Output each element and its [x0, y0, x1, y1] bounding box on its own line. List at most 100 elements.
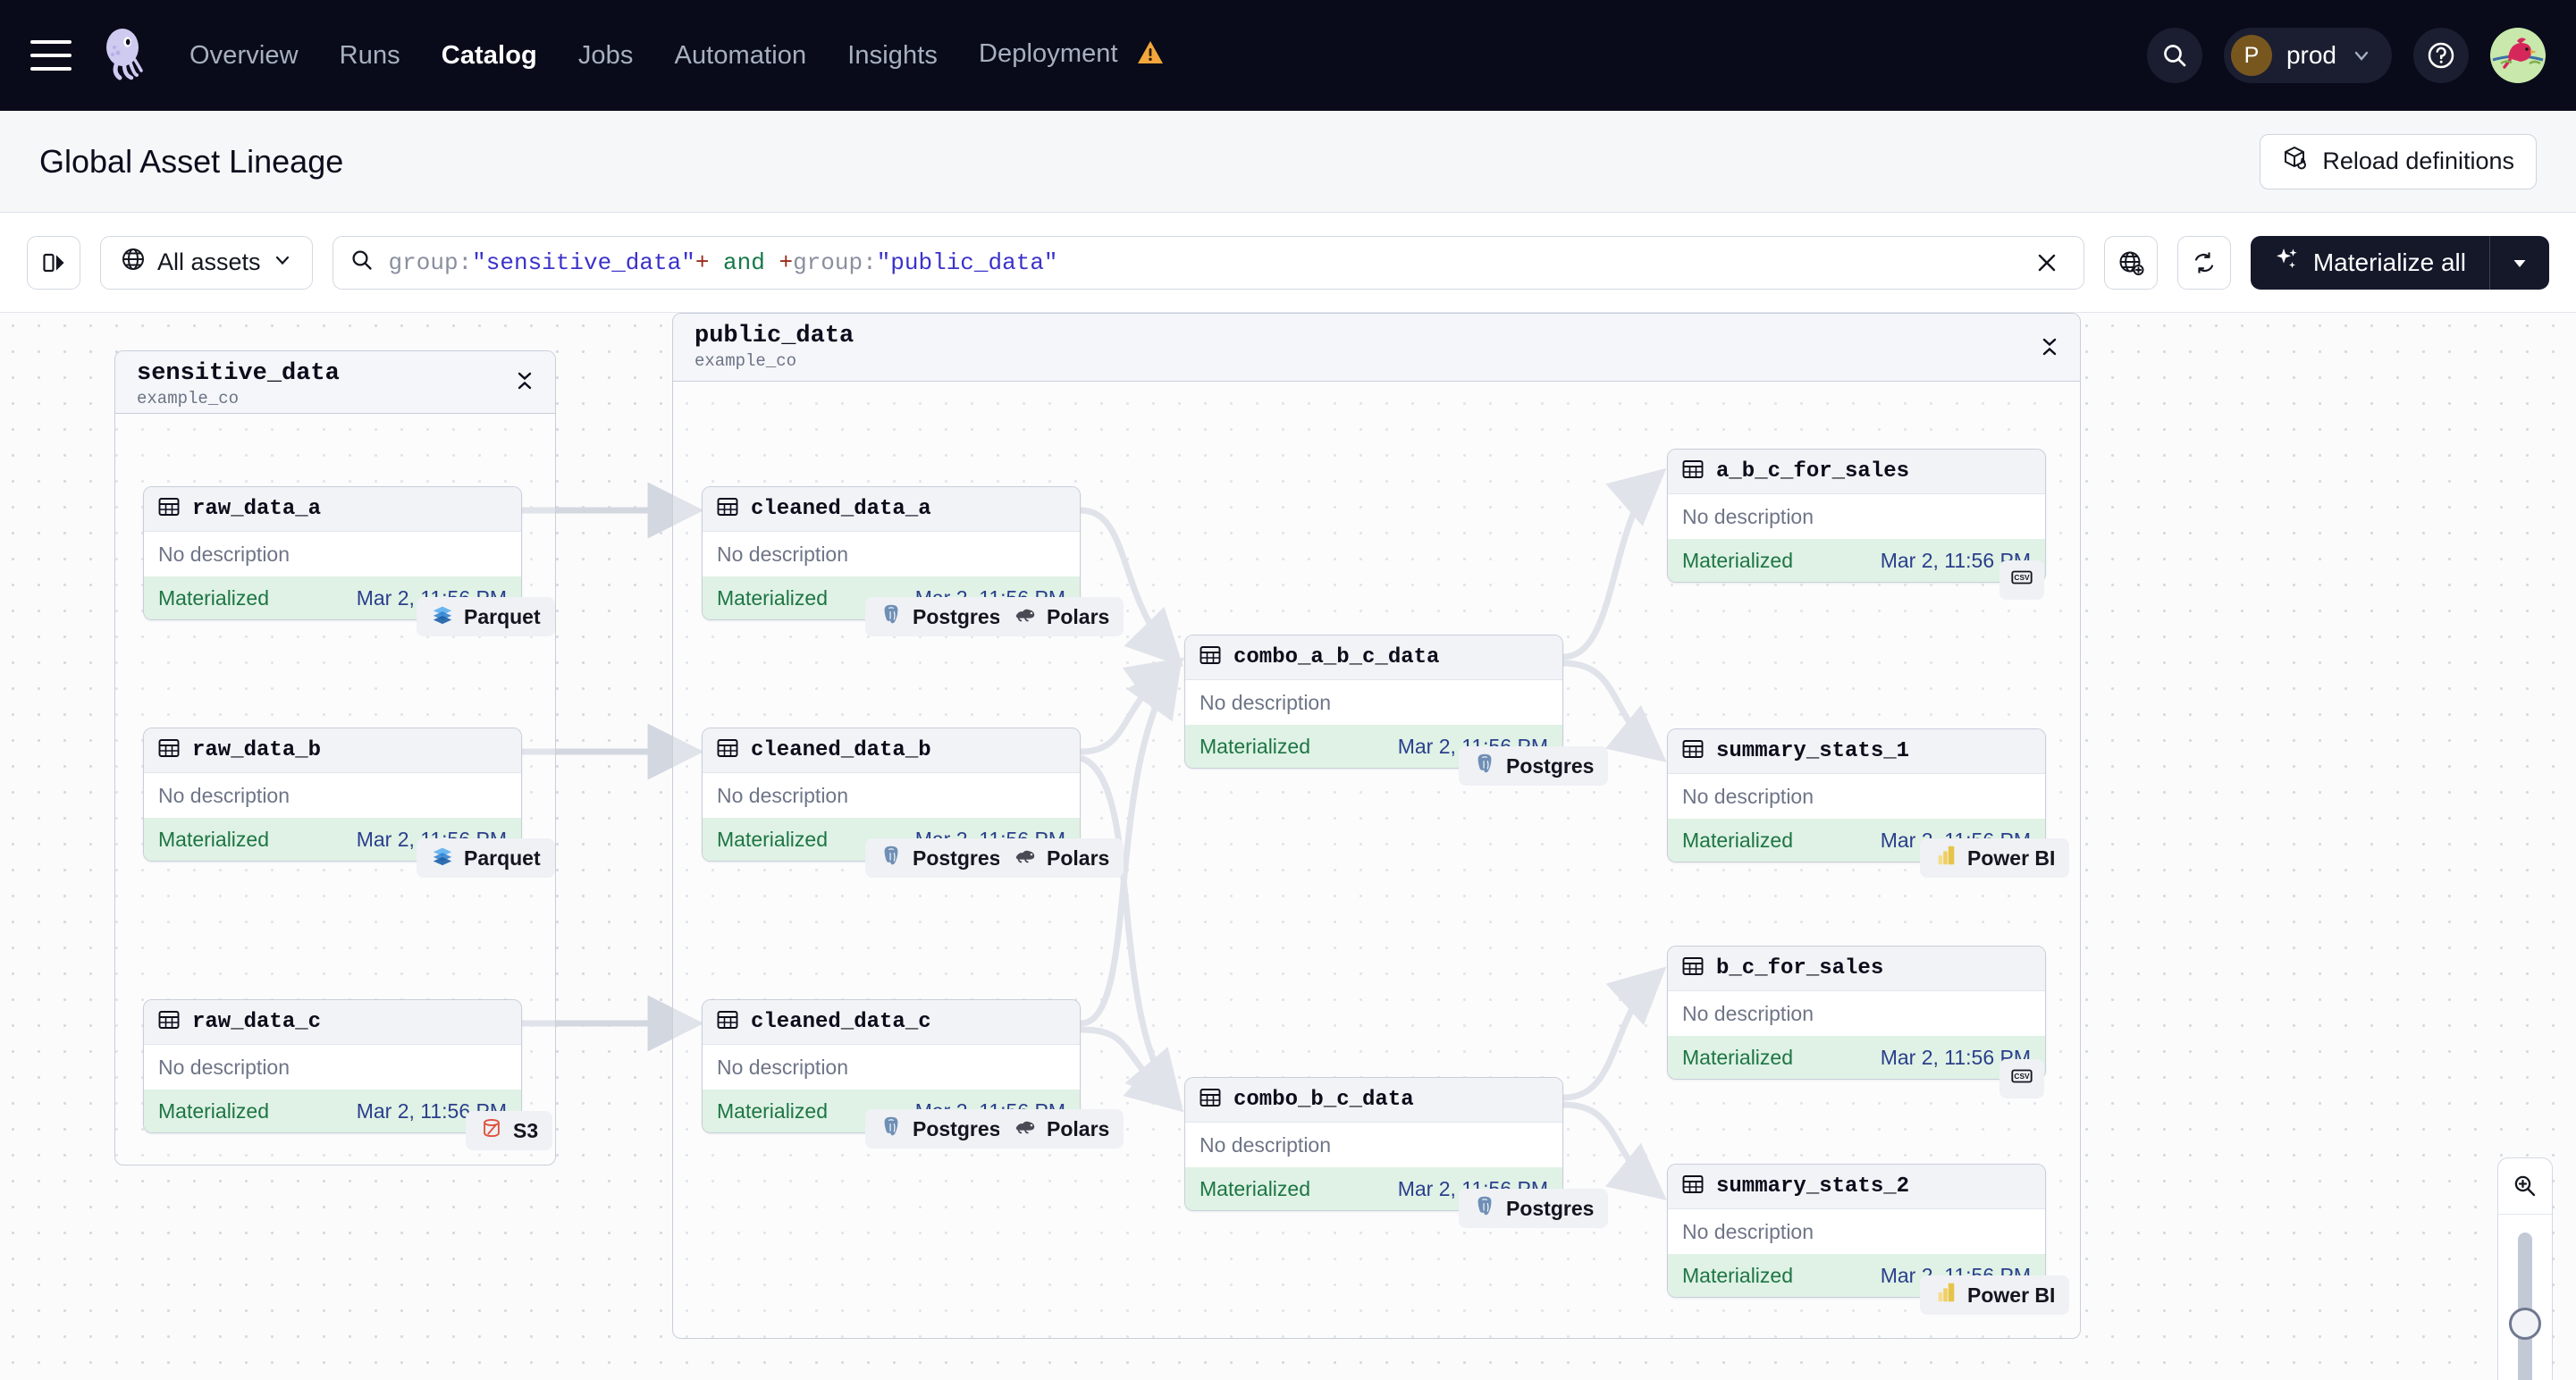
asset-tag-label: Power BI: [1967, 846, 2056, 870]
asset-node-header[interactable]: raw_data_b: [144, 728, 521, 773]
help-icon[interactable]: [2413, 28, 2469, 83]
asset-node-title: summary_stats_1: [1716, 739, 1910, 763]
asset-node-header[interactable]: b_c_for_sales: [1668, 947, 2045, 991]
asset-node-header[interactable]: cleaned_data_c: [703, 1000, 1080, 1045]
asset-tag-label: Power BI: [1967, 1283, 2056, 1307]
asset-node-header[interactable]: a_b_c_for_sales: [1668, 450, 2045, 494]
asset-tag-parquet[interactable]: Parquet: [417, 838, 555, 878]
hamburger-line: [30, 54, 72, 57]
nav-link-jobs[interactable]: Jobs: [577, 40, 634, 70]
parquet-icon: [431, 602, 454, 631]
nav-link-catalog[interactable]: Catalog: [441, 40, 537, 70]
user-avatar[interactable]: [2490, 28, 2546, 83]
asset-node-title: combo_a_b_c_data: [1233, 645, 1440, 669]
asset-group-code-location: example_co: [695, 351, 797, 371]
query-token: "sensitive_data": [472, 248, 695, 276]
query-token: [765, 249, 779, 276]
asset-node-status-label: Materialized: [1682, 1263, 1793, 1287]
hamburger-menu-icon[interactable]: [30, 40, 72, 71]
csv-icon: CSV: [2008, 566, 2035, 594]
asset-node-header[interactable]: cleaned_data_a: [703, 487, 1080, 532]
zoom-slider-knob[interactable]: [2509, 1308, 2541, 1340]
globe-add-button[interactable]: [2103, 235, 2158, 290]
query-token: group:: [388, 248, 473, 276]
table-icon: [156, 1007, 181, 1037]
asset-search-input[interactable]: group:"sensitive_data"+ and +group:"publ…: [332, 235, 2084, 290]
table-icon: [1680, 736, 1705, 766]
refresh-button[interactable]: [2176, 235, 2231, 290]
polars-icon: [1014, 844, 1037, 872]
query-token: [709, 249, 723, 276]
asset-node-header[interactable]: combo_b_c_data: [1185, 1078, 1562, 1123]
sidebar-toggle-button[interactable]: [27, 235, 80, 290]
asset-node-description: No description: [144, 532, 521, 576]
global-search-icon[interactable]: [2146, 28, 2202, 83]
collapse-group-icon[interactable]: [2039, 335, 2060, 363]
search-icon: [349, 248, 375, 277]
asset-tag-polars[interactable]: Polars: [999, 597, 1124, 636]
nav-link-deployment[interactable]: Deployment: [979, 39, 1164, 72]
postgres-icon: [1473, 752, 1496, 780]
asset-node-status-label: Materialized: [158, 827, 269, 851]
asset-tag-s3[interactable]: S3: [466, 1111, 553, 1150]
materialize-all-button[interactable]: Materialize all: [2250, 235, 2549, 290]
page-title-bar: Global Asset Lineage Reload definitions: [0, 111, 2576, 213]
query-token: group:: [793, 248, 877, 276]
zoom-in-icon[interactable]: [2498, 1158, 2552, 1214]
asset-tag-polars[interactable]: Polars: [999, 1109, 1124, 1149]
asset-node-status: Materialized Mar 2, 11:56 PM: [1668, 1036, 2045, 1079]
dagster-logo-icon[interactable]: [95, 26, 154, 85]
asset-tag-csv[interactable]: CSV: [1999, 560, 2044, 600]
asset-node-description: No description: [703, 1045, 1080, 1090]
asset-node-header[interactable]: combo_a_b_c_data: [1185, 635, 1562, 680]
asset-tag-csv[interactable]: CSV: [1999, 1059, 2044, 1098]
asset-lineage-canvas[interactable]: sensitive_data example_co public_data ex…: [0, 313, 2576, 1380]
asset-tag-postgres[interactable]: Postgres: [1459, 746, 1609, 786]
zoom-slider[interactable]: [2498, 1215, 2552, 1380]
asset-node-raw_data_c[interactable]: raw_data_c No description Materialized M…: [143, 999, 522, 1133]
asset-tag-power-bi[interactable]: Power BI: [1920, 1275, 2070, 1315]
asset-group-code-location: example_co: [137, 389, 240, 408]
asset-group-header[interactable]: sensitive_data example_co: [115, 351, 555, 414]
nav-link-insights[interactable]: Insights: [847, 40, 938, 70]
query-token: and: [723, 248, 765, 276]
clear-search-icon[interactable]: [2026, 242, 2067, 283]
asset-node-header[interactable]: summary_stats_1: [1668, 729, 2045, 774]
asset-node-title: cleaned_data_a: [751, 497, 931, 521]
top-navigation-bar: Overview Runs Catalog Jobs Automation In…: [0, 0, 2576, 111]
asset-node-header[interactable]: raw_data_c: [144, 1000, 521, 1045]
nav-link-runs[interactable]: Runs: [339, 40, 400, 70]
asset-node-b_c_for_sales[interactable]: b_c_for_sales No description Materialize…: [1667, 946, 2046, 1080]
asset-node-title: raw_data_c: [192, 1010, 322, 1034]
asset-tag-power-bi[interactable]: Power BI: [1920, 838, 2070, 878]
asset-node-status-label: Materialized: [717, 827, 828, 851]
reload-definitions-button[interactable]: Reload definitions: [2260, 133, 2537, 189]
collapse-group-icon[interactable]: [514, 369, 535, 397]
asset-tag-polars[interactable]: Polars: [999, 838, 1124, 878]
cube-refresh-icon: [2282, 145, 2309, 178]
asset-node-header[interactable]: summary_stats_2: [1668, 1165, 2045, 1209]
asset-node-a_b_c_for_sales[interactable]: a_b_c_for_sales No description Materiali…: [1667, 449, 2046, 583]
asset-tag-postgres[interactable]: Postgres: [1459, 1189, 1609, 1228]
deployment-selector[interactable]: P prod: [2223, 28, 2392, 83]
asset-tag-postgres[interactable]: Postgres: [865, 838, 1015, 878]
asset-group-header[interactable]: public_data example_co: [673, 314, 2080, 382]
table-icon: [156, 494, 181, 524]
asset-scope-selector[interactable]: All assets: [100, 235, 313, 290]
asset-node-header[interactable]: raw_data_a: [144, 487, 521, 532]
asset-tag-postgres[interactable]: Postgres: [865, 1109, 1015, 1149]
query-token: "public_data": [876, 248, 1058, 276]
asset-node-header[interactable]: cleaned_data_b: [703, 728, 1080, 773]
table-icon: [156, 736, 181, 765]
warning-triangle-icon: [1137, 40, 1164, 72]
asset-tag-parquet[interactable]: Parquet: [417, 597, 555, 636]
nav-link-automation[interactable]: Automation: [674, 40, 807, 70]
divider: [2498, 1214, 2552, 1215]
materialize-all-dropdown[interactable]: [2490, 236, 2549, 290]
asset-node-status-label: Materialized: [1682, 548, 1793, 572]
asset-node-status-label: Materialized: [1200, 1176, 1310, 1200]
materialize-all-main[interactable]: Materialize all: [2251, 235, 2490, 290]
asset-node-summary_stats_1[interactable]: summary_stats_1 No description Materiali…: [1667, 728, 2046, 862]
asset-tag-postgres[interactable]: Postgres: [865, 597, 1015, 636]
nav-link-overview[interactable]: Overview: [189, 40, 299, 70]
